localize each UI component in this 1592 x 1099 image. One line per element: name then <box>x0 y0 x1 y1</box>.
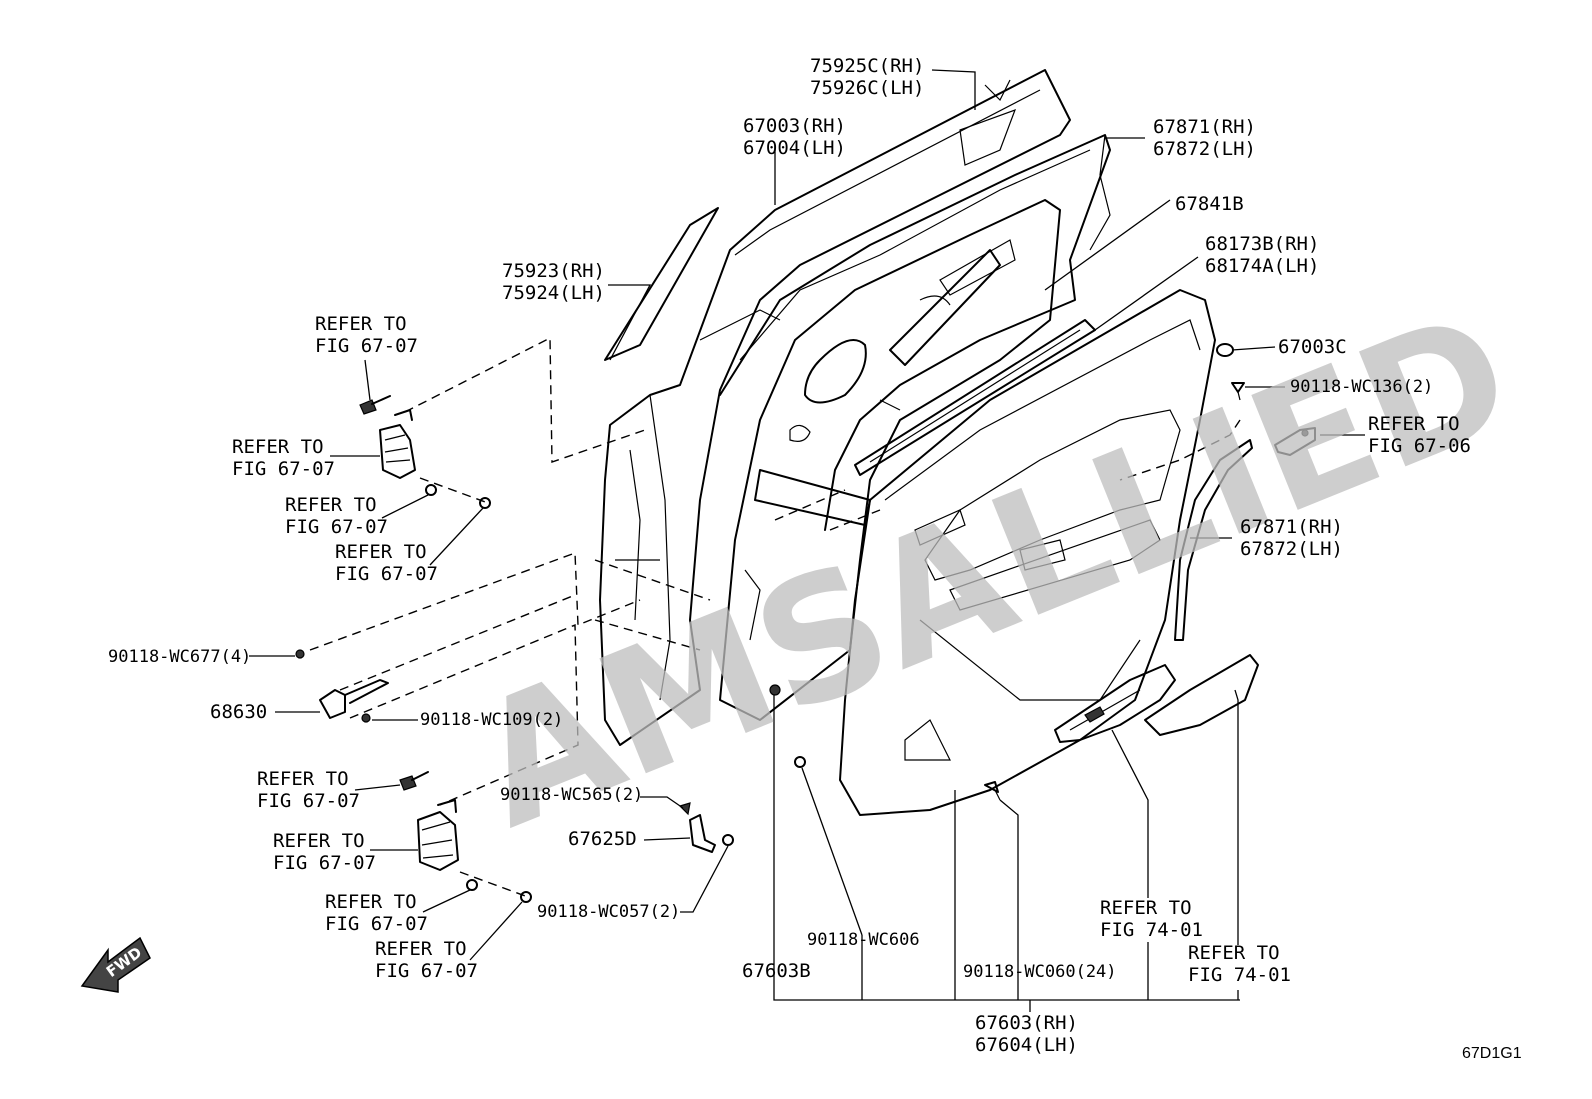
dashed-assembly-lines <box>309 336 1241 898</box>
callout-labels: 75925C(RH)75926C(LH) 67003(RH)67004(LH) … <box>108 55 1471 1056</box>
label-67841B: 67841B <box>1175 193 1244 215</box>
label-wc060: 90118-WC060(24) <box>963 962 1117 982</box>
label-wc677: 90118-WC677(4) <box>108 647 251 667</box>
label-wc136: 90118-WC136(2) <box>1290 377 1433 397</box>
power-window-switch-panel <box>1054 664 1176 743</box>
rear-edge-moulding <box>1174 439 1253 641</box>
fastener-67603b <box>769 684 781 696</box>
label-67003: 67003(RH)67004(LH) <box>743 115 846 159</box>
pillar-garnish <box>604 207 719 361</box>
upper-hinge <box>359 395 491 509</box>
label-wc057: 90118-WC057(2) <box>537 902 680 922</box>
armrest-cover <box>1144 654 1259 736</box>
bracket-67625d <box>678 802 734 853</box>
label-67603: 67603(RH)67604(LH) <box>975 1012 1078 1056</box>
clip-67003c <box>1216 343 1234 357</box>
label-wc565: 90118-WC565(2) <box>500 785 643 805</box>
label-67871-mid: 67871(RH)67872(LH) <box>1240 516 1343 560</box>
label-67625D: 67625D <box>568 828 637 850</box>
label-67871-top: 67871(RH)67872(LH) <box>1153 116 1256 160</box>
label-75925C: 75925C(RH)75926C(LH) <box>810 55 924 99</box>
label-wc606: 90118-WC606 <box>807 930 920 950</box>
label-68630: 68630 <box>210 701 267 723</box>
door-outer-panel <box>599 69 1071 746</box>
window-run-channel <box>719 134 1111 531</box>
clip-wc606 <box>794 756 806 768</box>
door-check-68630 <box>295 649 389 723</box>
label-68173B: 68173B(RH)68174A(LH) <box>1205 233 1319 277</box>
leader-lines <box>249 69 1365 1012</box>
figure-code: 67D1G1 <box>1462 1045 1522 1062</box>
lower-hinge <box>399 771 532 903</box>
bracket-refer-67-06 <box>1274 427 1316 456</box>
label-75923: 75923(RH)75924(LH) <box>502 260 605 304</box>
door-trim-panel <box>839 289 1216 816</box>
label-wc109: 90118-WC109(2) <box>420 710 563 730</box>
label-67003C: 67003C <box>1278 336 1347 358</box>
label-67603B: 67603B <box>742 960 811 982</box>
clip-wc060 <box>984 781 1001 801</box>
fwd-arrow: FWD <box>80 936 151 993</box>
screw-wc136 <box>1231 382 1245 401</box>
